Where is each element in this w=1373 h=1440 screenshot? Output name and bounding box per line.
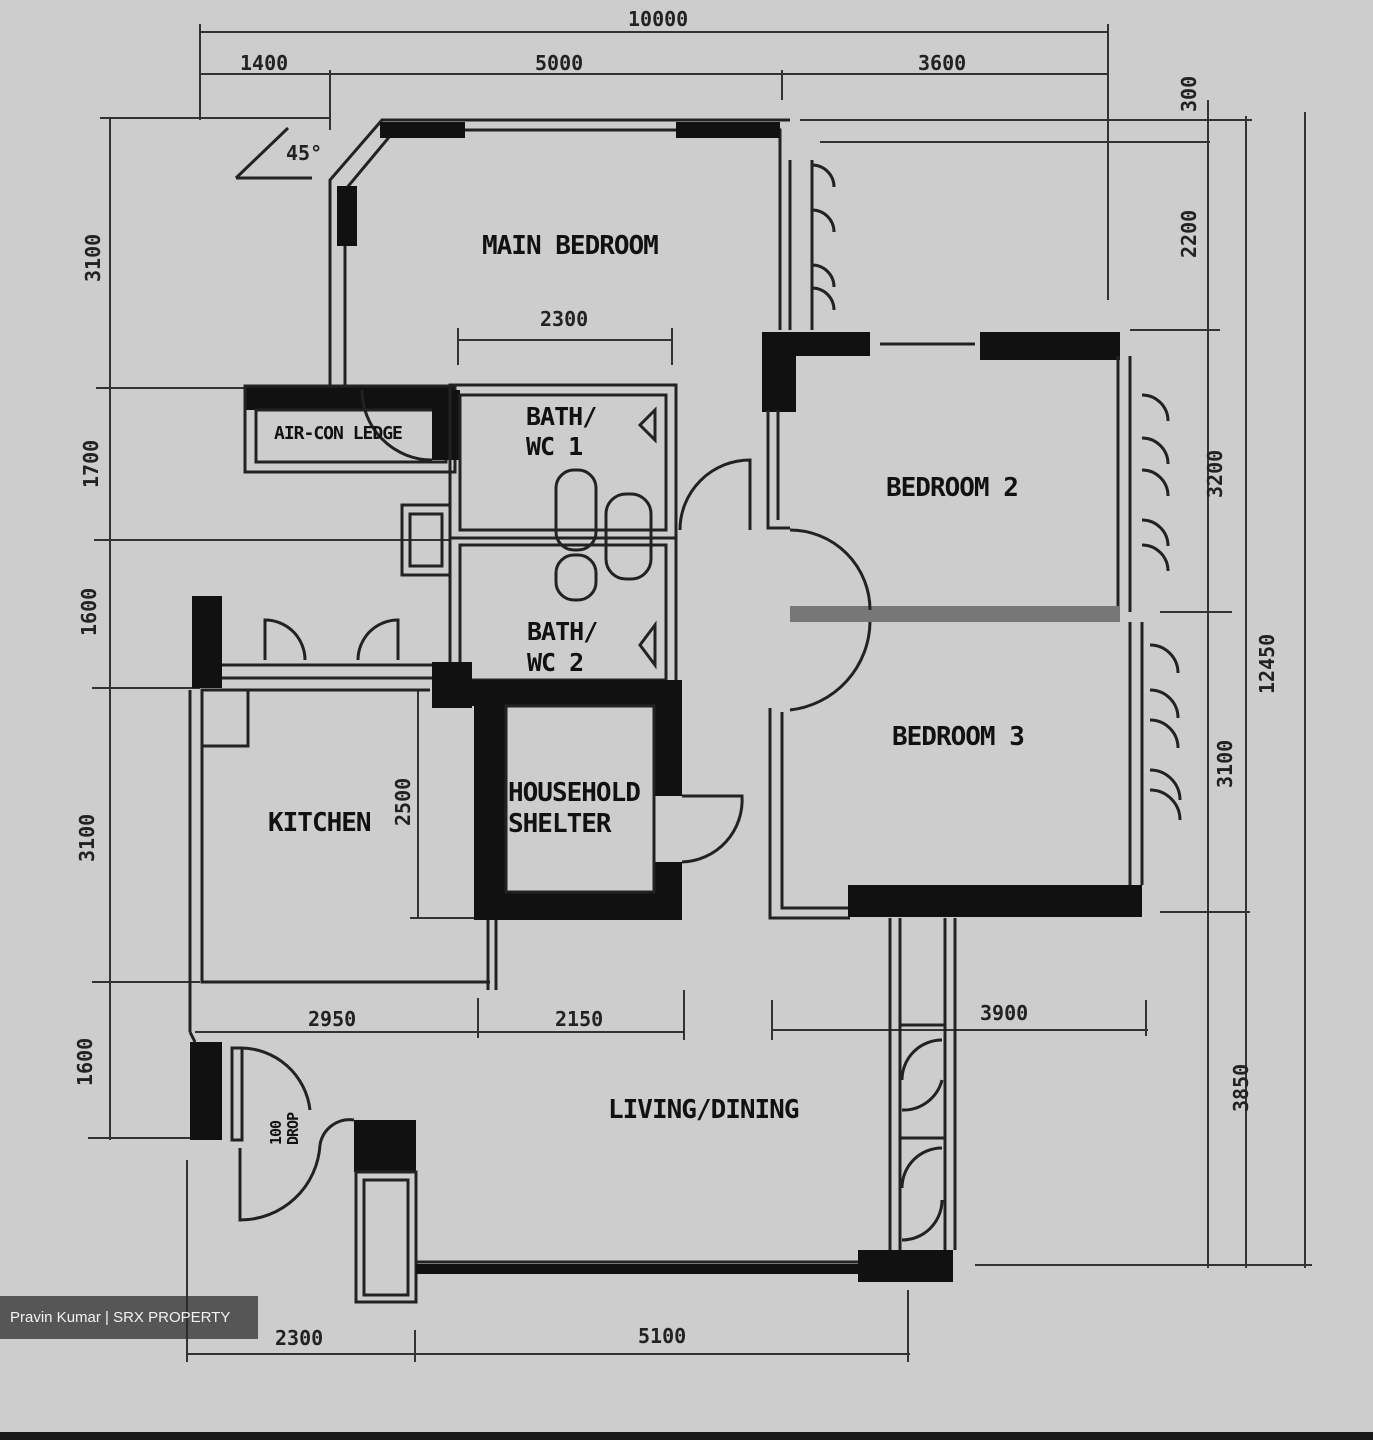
dim-right-3100: 3100	[1213, 740, 1237, 788]
aircon-ledge-label: AIR-CON LEDGE	[274, 423, 402, 444]
dim-right-total: 12450	[1255, 634, 1279, 694]
dim-left-4: 3100	[75, 814, 99, 862]
living-dining-label: LIVING/DINING	[608, 1095, 799, 1125]
dim-top-a: 1400	[240, 51, 288, 75]
watermark-banner: Pravin Kumar | SRX PROPERTY	[0, 1296, 258, 1339]
dimension-lines	[88, 24, 1312, 1362]
dim-left-2: 1700	[79, 440, 103, 488]
dim-inner-2300: 2300	[540, 307, 588, 331]
dim-right-2200: 2200	[1177, 210, 1201, 258]
refuse-chute-label-line1: 100	[267, 1120, 285, 1145]
bath-wc-2-label-line1: BATH/	[527, 617, 597, 646]
doors	[230, 160, 1182, 1242]
kitchen-label: KITCHEN	[268, 808, 371, 838]
dim-mid-2950: 2950	[308, 1007, 356, 1031]
refuse-chute-label-line2: DROP	[284, 1112, 302, 1145]
dim-top-c: 3600	[918, 51, 966, 75]
dim-right-3850: 3850	[1229, 1064, 1253, 1112]
dim-mid-3900: 3900	[980, 1001, 1028, 1025]
bottom-border	[0, 1432, 1373, 1440]
angle-indicator: 45°	[234, 126, 322, 180]
angle-label: 45°	[286, 141, 322, 165]
household-shelter-label-line2: SHELTER	[508, 809, 612, 839]
dim-top-b: 5000	[535, 51, 583, 75]
dim-kitchen-2500: 2500	[391, 778, 415, 826]
bath-wc-1-label-line1: BATH/	[526, 402, 596, 431]
bath-wc-2-label-line2: WC 2	[527, 648, 583, 677]
dimension-labels: 10000 1400 5000 3600 2300 3100 1700 1600…	[73, 7, 1279, 1350]
dim-bottom-2300: 2300	[275, 1326, 323, 1350]
main-bedroom-label: MAIN BEDROOM	[482, 231, 658, 261]
bedroom-3-label: BEDROOM 3	[892, 722, 1024, 752]
walls	[188, 118, 1144, 1304]
dim-right-300: 300	[1177, 76, 1201, 112]
dim-right-3200: 3200	[1203, 450, 1227, 498]
dim-left-3: 1600	[77, 588, 101, 636]
household-shelter-label-line1: HOUSEHOLD	[508, 778, 640, 808]
dim-left-1: 3100	[81, 234, 105, 282]
bedroom-2-label: BEDROOM 2	[886, 473, 1018, 503]
dim-top-total: 10000	[628, 7, 688, 31]
dim-mid-2150: 2150	[555, 1007, 603, 1031]
bath-wc-1-label-line2: WC 1	[526, 432, 582, 461]
room-labels: MAIN BEDROOM BEDROOM 2 BEDROOM 3 BATH/ W…	[267, 231, 1025, 1145]
dim-left-5: 1600	[73, 1038, 97, 1086]
dim-bottom-5100: 5100	[638, 1324, 686, 1348]
